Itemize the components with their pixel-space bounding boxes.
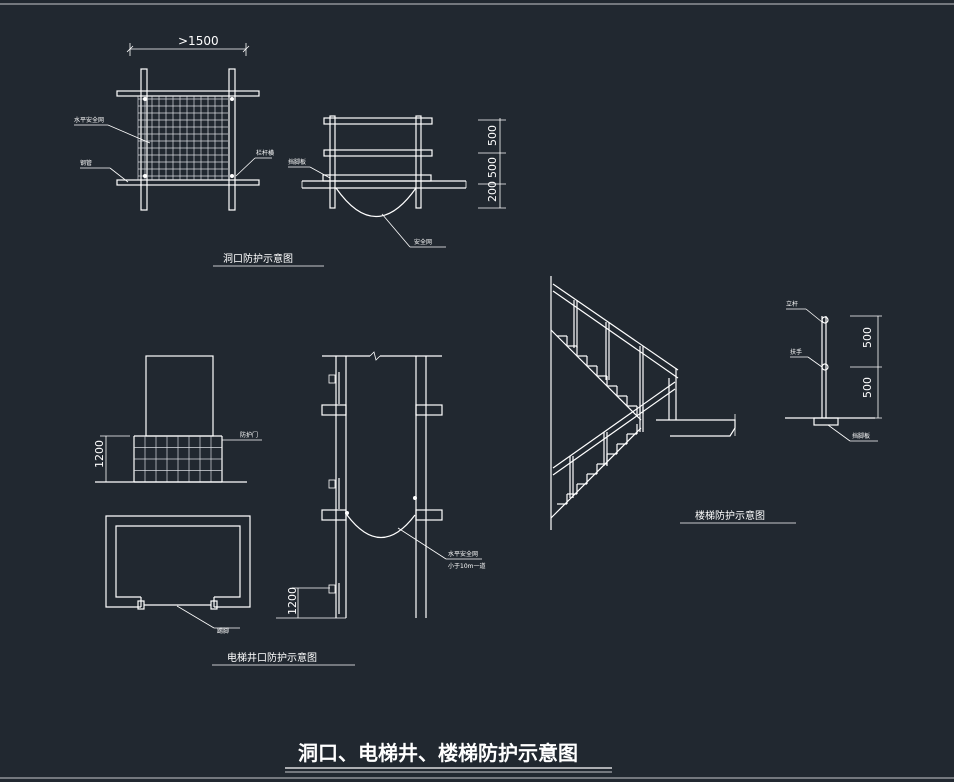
railing-detail: 立杆 扶手 挡脚板 500 500 [785, 300, 882, 442]
label-shaft-net: 水平安全网 [448, 550, 478, 558]
elevator-shaft-section: 水平安全网 小于10m一道 1200 [276, 351, 485, 619]
label-safety-net: 安全网 [414, 238, 432, 246]
label-rail: 栏杆横 [256, 149, 274, 157]
hole-dim-2: 500 [486, 157, 499, 178]
stair-steps [557, 335, 638, 505]
main-title-group: 洞口、电梯井、楼梯防护示意图 [285, 741, 612, 773]
hole-width-dim: >1500 [178, 34, 219, 48]
elevator-shaft-dim: 1200 [286, 587, 299, 615]
elevator-caption: 电梯井口防护示意图 [227, 651, 317, 664]
hole-protection-plan: >1500 水平安全网 钢管 栏杆横 [74, 34, 274, 211]
label-toe-board: 踢脚 [217, 627, 229, 635]
hole-caption-group: 洞口防护示意图 [213, 252, 324, 267]
hole-dim-3: 200 [486, 181, 499, 202]
elevator-door-dim: 1200 [93, 440, 106, 468]
hole-caption: 洞口防护示意图 [223, 252, 293, 265]
stair-caption: 楼梯防护示意图 [695, 509, 765, 522]
label-horizontal-net: 水平安全网 [74, 116, 104, 124]
label-base-board: 挡脚板 [852, 432, 870, 440]
elevator-door-elevation: 1200 防护门 [93, 355, 262, 483]
label-side-board: 挡脚板 [288, 158, 306, 166]
label-steel-pole: 钢管 [80, 159, 92, 167]
elevator-caption-group: 电梯井口防护示意图 [212, 651, 355, 666]
stair-caption-group: 楼梯防护示意图 [680, 509, 796, 524]
label-top-post: 立杆 [786, 300, 798, 308]
hole-protection-section: 挡脚板 安全网 500 500 200 200 [288, 115, 506, 248]
stair-posts [569, 300, 644, 498]
main-title: 洞口、电梯井、楼梯防护示意图 [298, 741, 578, 765]
stair-dim-1: 500 [861, 327, 874, 348]
elevator-gate-grid [133, 435, 223, 483]
hole-dim-1: 500 [486, 125, 499, 146]
elevator-plan: 踢脚 [105, 515, 251, 635]
label-guard-door: 防护门 [240, 431, 258, 439]
label-handrail: 扶手 [790, 348, 802, 356]
stair-section [550, 276, 736, 530]
stair-dim-2: 500 [861, 377, 874, 398]
hole-safety-net-grid [137, 96, 228, 180]
label-shaft-net-note: 小于10m一道 [448, 562, 485, 570]
